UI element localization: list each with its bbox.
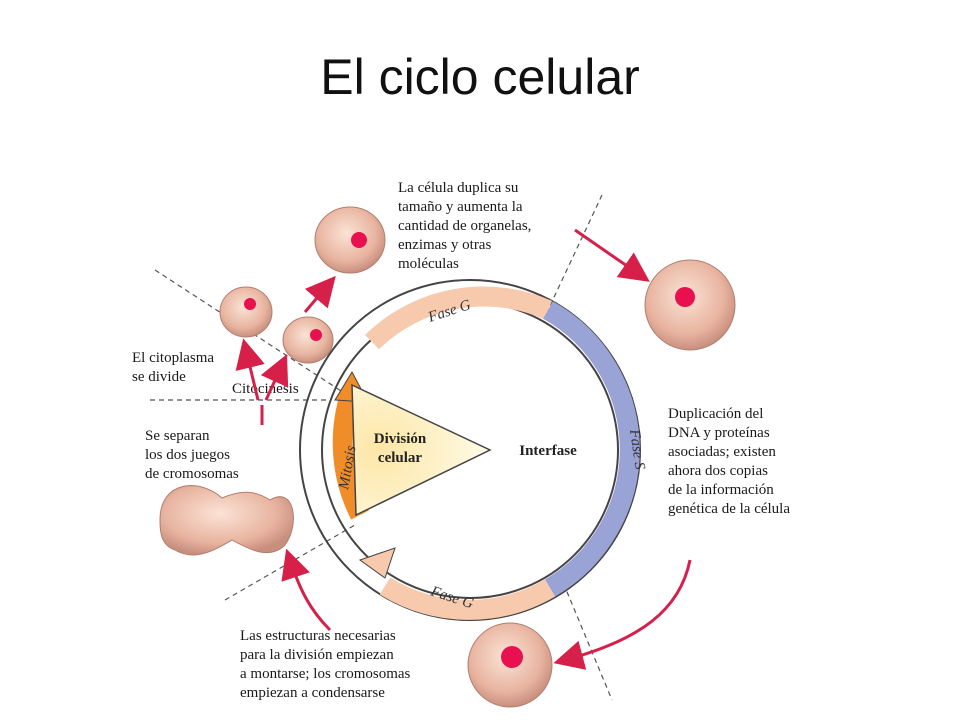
arrow-g2-to-mitosis (281, 548, 332, 632)
cell-dividing (159, 485, 294, 556)
ring-segment-s (543, 301, 640, 597)
fase-s-label: Fase S (626, 427, 648, 471)
ring-segment-mitosis (332, 392, 370, 520)
cells (159, 206, 736, 708)
division-label-line1: División (374, 431, 427, 447)
division-label-line2: celular (378, 450, 422, 466)
cell-g2 (467, 622, 553, 708)
g2-arrowhead (358, 547, 396, 579)
cell-g1-large (644, 259, 736, 351)
arrow-g1-to-s (574, 228, 650, 282)
growth-annotation: La célula duplica su tamaño y aumenta la… (398, 180, 535, 272)
interfase-label: Interfase (519, 443, 577, 459)
dna-annotation: Duplicación del DNA y proteínas asociada… (668, 406, 790, 517)
division-wedge (351, 383, 492, 517)
citocinesis-label: Citocinesis (232, 381, 299, 397)
chromosomes-annotation: Se separan los dos juegos de cromosomas (145, 428, 239, 482)
cell-daughter-top (314, 206, 386, 274)
arrow-s-to-g2 (553, 559, 692, 670)
arrow-cytokinesis-left (235, 338, 265, 401)
transition-arrows (235, 228, 692, 670)
cytoplasm-annotation: El citoplasma se divide (132, 350, 218, 385)
arrow-daughter-up (303, 275, 336, 313)
cell-daughter-right (282, 316, 334, 364)
mitosis-label: Mitosis (336, 444, 360, 491)
ring-segment-g1 (365, 286, 553, 350)
slide-title: El ciclo celular (320, 49, 640, 105)
structures-annotation: Las estructuras necesarias para la divis… (240, 628, 414, 701)
cell-daughter-left (219, 286, 273, 338)
arrow-cytokinesis-right (260, 354, 289, 401)
ring-segment-g2 (379, 577, 556, 620)
